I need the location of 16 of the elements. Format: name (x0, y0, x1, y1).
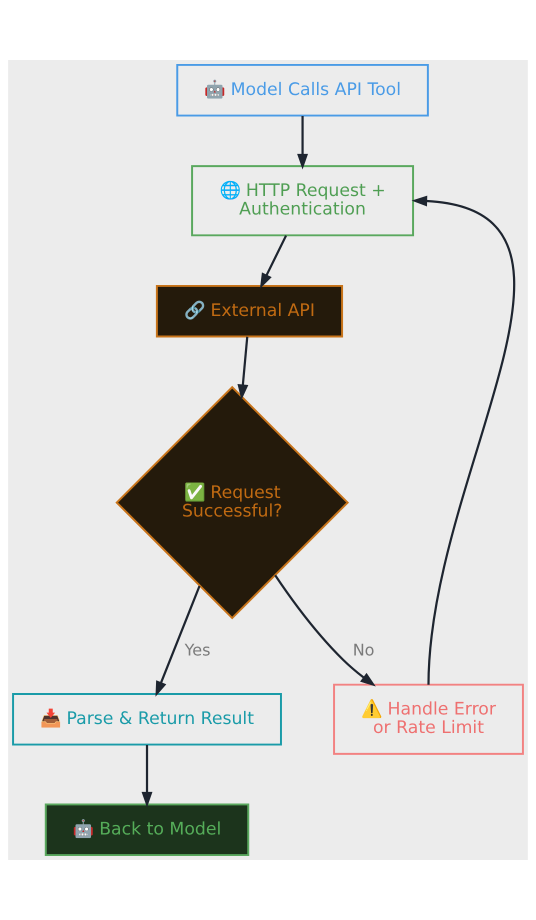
node-box: 🔗 External API (156, 284, 344, 338)
arrow (155, 586, 201, 697)
arrow (237, 336, 248, 400)
arrow (297, 116, 308, 170)
node-box: ⚠ Handle Error or Rate Limit (333, 684, 524, 755)
node-box: 🤖 Model Calls API Tool (176, 64, 429, 117)
node-box: 🌐 HTTP Request + Authentication (191, 165, 414, 236)
arrow (260, 235, 288, 289)
node-box: 🤖 Back to Model (44, 803, 250, 856)
edge-label: No (352, 640, 375, 660)
node-diamond: ✅ Request Successful? (115, 386, 350, 620)
arrow (142, 745, 152, 808)
node-box: 📥 Parse & Return Result (12, 692, 282, 746)
arrow (412, 196, 516, 685)
edge-label: Yes (184, 640, 210, 660)
arrow (274, 574, 376, 687)
